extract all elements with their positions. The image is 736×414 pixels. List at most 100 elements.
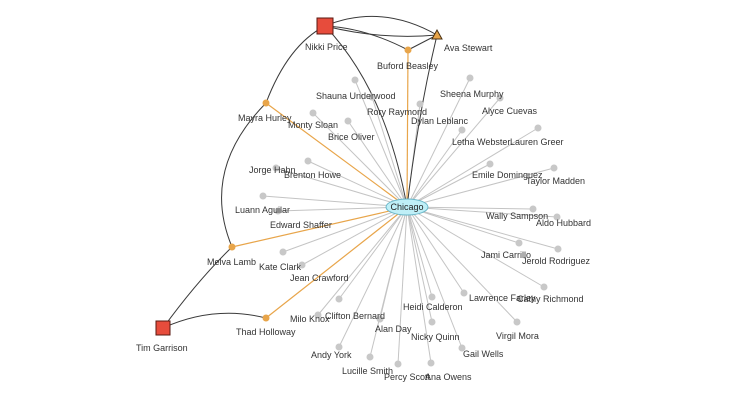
anchor-links	[162, 15, 438, 329]
node-lucille[interactable]	[366, 353, 374, 361]
square-marker-tim[interactable]	[155, 320, 171, 336]
edge-sheena	[406, 77, 471, 208]
label-gail: Gail Wells	[463, 349, 504, 359]
node-wally[interactable]	[529, 205, 537, 213]
node-lawrence[interactable]	[460, 289, 468, 297]
path-edge-mayra	[265, 102, 408, 208]
node-kate[interactable]	[279, 248, 287, 256]
node-brice[interactable]	[344, 117, 352, 125]
edge-heidi	[406, 206, 433, 298]
node-dylan[interactable]	[416, 100, 424, 108]
edge-clifton	[338, 206, 408, 300]
label-wally: Wally Sampson	[486, 211, 548, 221]
label-ava: Ava Stewart	[444, 43, 493, 53]
path-edge-melva	[231, 206, 408, 248]
node-jami[interactable]	[515, 239, 523, 247]
label-andy: Andy York	[311, 350, 352, 360]
node-alyce[interactable]	[496, 94, 504, 102]
spoke-edges	[262, 77, 559, 365]
edge-jami	[406, 206, 520, 244]
square-marker-nikki[interactable]	[316, 17, 334, 35]
label-emile: Emile Dominguez	[472, 170, 543, 180]
edge-edward	[277, 206, 408, 212]
label-jerold: Jerold Rodriguez	[522, 256, 591, 266]
edge-monty	[312, 112, 408, 208]
label-shauna: Shauna Underwood	[316, 91, 396, 101]
label-nicky: Nicky Quinn	[411, 332, 460, 342]
node-letha[interactable]	[458, 126, 466, 134]
edge-aldo	[406, 206, 558, 218]
label-jorge: Jorge Hahn	[249, 165, 296, 175]
label-rory: Rory Raymond	[367, 107, 427, 117]
edge-jerold	[406, 206, 559, 250]
label-kate: Kate Clark	[259, 262, 302, 272]
node-layer: Chicago	[155, 17, 562, 368]
label-alyce: Alyce Cuevas	[482, 106, 538, 116]
node-mayra[interactable]	[262, 99, 270, 107]
node-cathy[interactable]	[540, 283, 548, 291]
hub-node-chicago[interactable]	[385, 198, 429, 216]
label-percy: Percy Scott	[384, 372, 431, 382]
label-edward: Edward Shaffer	[270, 220, 332, 230]
node-edward[interactable]	[274, 207, 282, 215]
label-jean: Jean Crawford	[290, 273, 349, 283]
node-virgil[interactable]	[513, 318, 521, 326]
label-lauren: Lauren Greer	[510, 137, 564, 147]
node-thad[interactable]	[262, 314, 270, 322]
node-clifton[interactable]	[335, 295, 343, 303]
label-virgil: Virgil Mora	[496, 331, 539, 341]
node-gail[interactable]	[458, 344, 466, 352]
node-monty[interactable]	[309, 109, 317, 117]
node-shauna[interactable]	[351, 76, 359, 84]
node-lauren[interactable]	[534, 124, 542, 132]
edge-taylor	[406, 167, 555, 208]
anchor-link	[324, 25, 438, 37]
node-luann[interactable]	[259, 192, 267, 200]
label-brenton: Brenton Howe	[284, 170, 341, 180]
edge-lauren	[406, 127, 539, 208]
edge-milo	[317, 206, 408, 316]
edge-cathy	[406, 206, 545, 288]
path-edges	[231, 49, 409, 319]
node-jean[interactable]	[298, 261, 306, 269]
node-buford[interactable]	[404, 46, 412, 54]
node-sheena[interactable]	[466, 74, 474, 82]
hub-label: Chicago	[390, 202, 423, 212]
edge-nicky	[406, 206, 433, 323]
node-emile[interactable]	[486, 160, 494, 168]
edge-gail	[406, 206, 463, 349]
edge-jorge	[275, 167, 408, 208]
label-aldo: Aldo Hubbard	[536, 218, 591, 228]
node-aldo[interactable]	[553, 213, 561, 221]
node-brenton[interactable]	[304, 157, 312, 165]
node-nicky[interactable]	[428, 318, 436, 326]
edge-letha	[406, 129, 463, 208]
node-melva[interactable]	[228, 243, 236, 251]
anchor-link	[324, 25, 408, 208]
node-rory[interactable]	[368, 93, 376, 101]
node-jerold[interactable]	[554, 245, 562, 253]
label-tim: Tim Garrison	[136, 343, 188, 353]
node-taylor[interactable]	[550, 164, 558, 172]
label-thad: Thad Holloway	[236, 327, 296, 337]
node-andy[interactable]	[335, 343, 343, 351]
node-jorge[interactable]	[272, 164, 280, 172]
node-alan[interactable]	[376, 315, 384, 323]
triangle-marker-ava[interactable]	[431, 28, 443, 40]
node-percy[interactable]	[394, 360, 402, 368]
edge-andy	[338, 206, 408, 348]
label-alan: Alan Day	[375, 324, 412, 334]
label-taylor: Taylor Madden	[526, 176, 585, 186]
label-nikki: Nikki Price	[305, 42, 348, 52]
label-luann: Luann Aguilar	[235, 205, 290, 215]
node-milo[interactable]	[314, 311, 322, 319]
edge-percy	[397, 206, 408, 365]
label-milo: Milo Knox	[290, 314, 330, 324]
edge-luann	[262, 195, 408, 208]
node-ana[interactable]	[427, 359, 435, 367]
label-cathy: Cathy Richmond	[517, 294, 584, 304]
edge-shauna	[354, 79, 408, 208]
node-heidi[interactable]	[428, 293, 436, 301]
